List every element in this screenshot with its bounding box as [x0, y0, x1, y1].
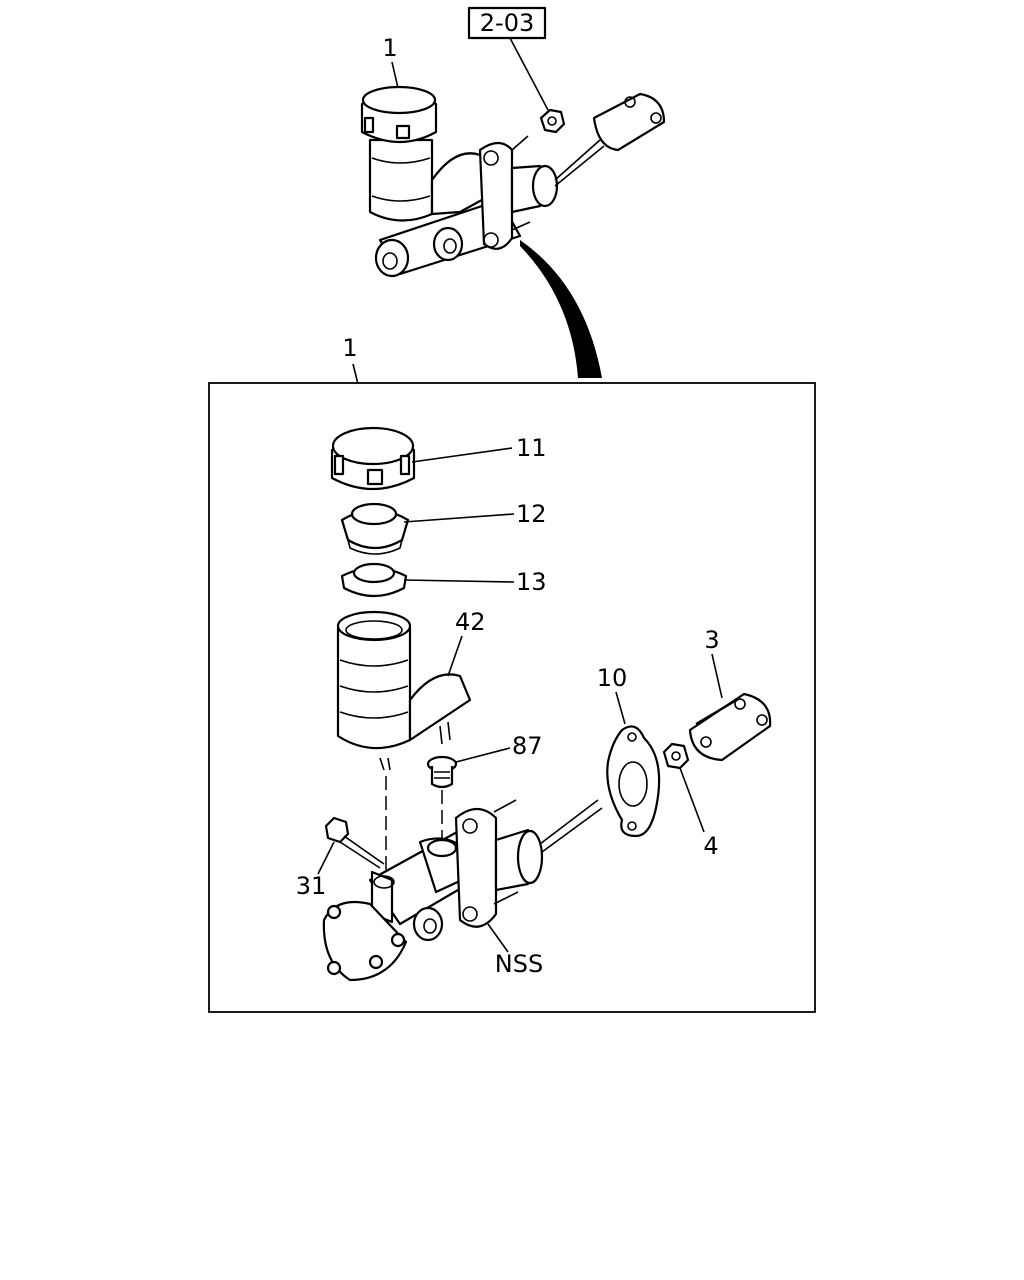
bolt-part[interactable] — [324, 816, 385, 869]
top-master-cylinder-assembly — [360, 85, 666, 378]
callout-bolt: 31 — [296, 872, 327, 900]
callout-upper-seal: 12 — [516, 500, 547, 528]
callout-grommet: 87 — [512, 732, 543, 760]
callout-lower-seal: 13 — [516, 568, 547, 596]
callout-assembly-box: 1 — [342, 334, 357, 362]
callout-nut: 4 — [703, 832, 718, 860]
callout-clevis: 3 — [704, 626, 719, 654]
reference-box-label: 2-03 — [480, 9, 534, 37]
lower-seal-part[interactable] — [340, 562, 408, 598]
upper-seal-part[interactable] — [340, 502, 410, 555]
callout-gasket: 10 — [597, 664, 628, 692]
clevis-part[interactable] — [688, 692, 772, 762]
nut-part[interactable] — [662, 742, 690, 770]
master-cylinder-body-part[interactable] — [322, 799, 603, 982]
callout-reservoir: 42 — [455, 608, 486, 636]
reservoir-part[interactable] — [336, 610, 472, 771]
cap-part[interactable] — [330, 426, 416, 491]
gasket-part[interactable] — [606, 725, 661, 838]
reference-box[interactable]: 2-03 — [467, 6, 547, 40]
callout-body: NSS — [495, 950, 543, 978]
grommet-part[interactable] — [426, 755, 458, 789]
callout-cap: 11 — [516, 434, 547, 462]
callout-assembly-top: 1 — [382, 34, 397, 62]
detail-frame — [208, 382, 816, 1013]
